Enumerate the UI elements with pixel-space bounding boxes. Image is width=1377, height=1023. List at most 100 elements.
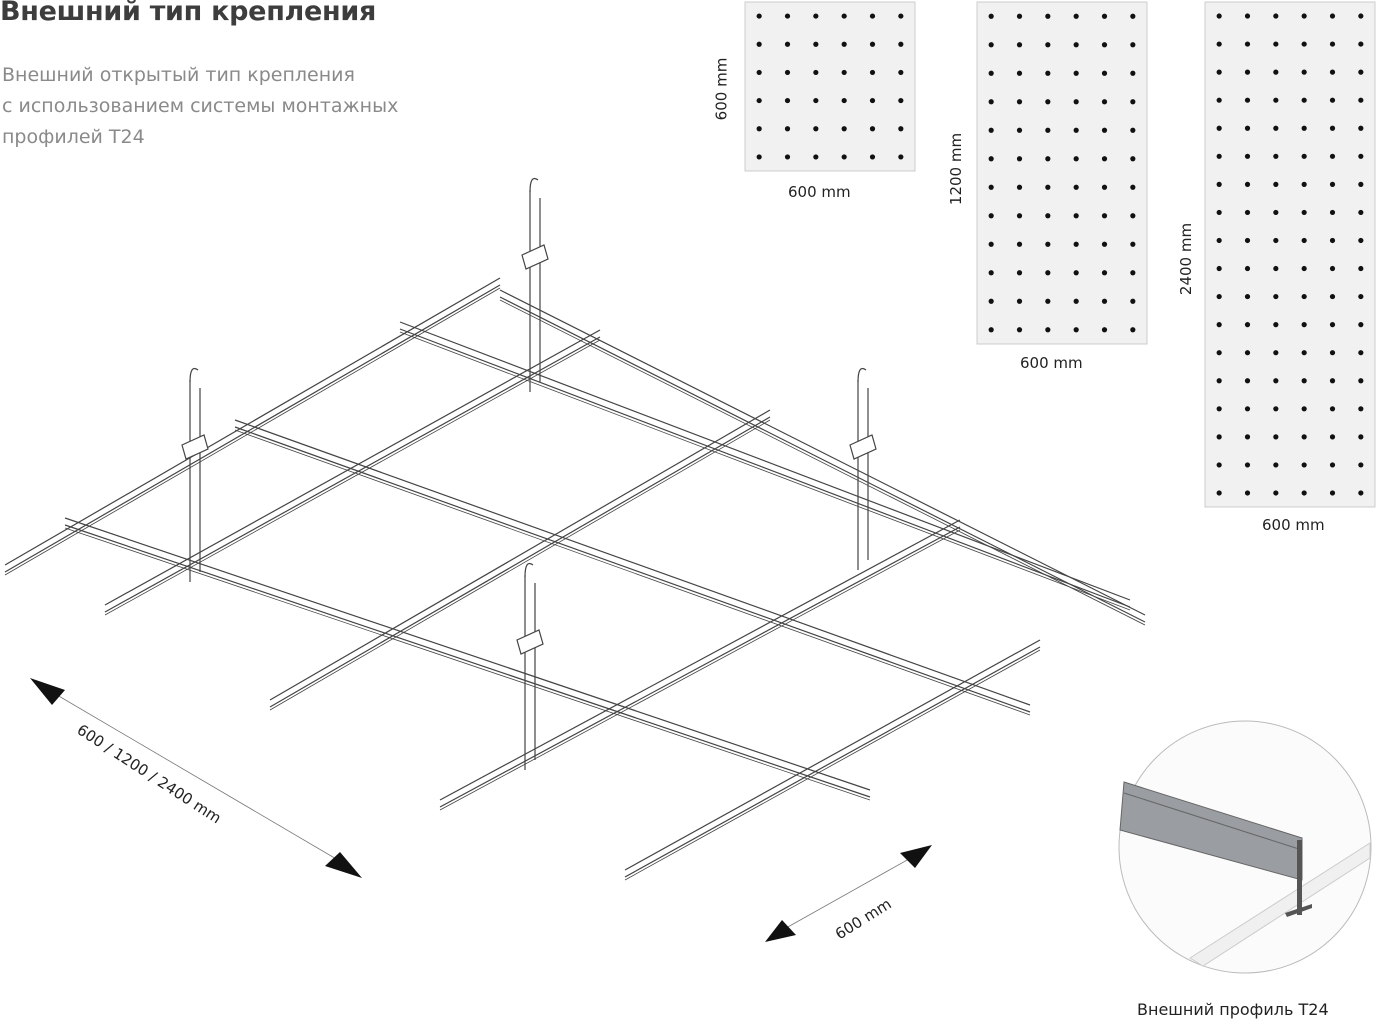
perforation-dot	[1244, 13, 1251, 19]
perforated-panel	[1204, 1, 1376, 508]
subtitle-line: профилей Т24	[2, 126, 145, 148]
perforation-dot	[1358, 350, 1364, 356]
perforation-dot	[1329, 462, 1336, 468]
perforation-dot	[1101, 127, 1108, 133]
perforation-dot	[756, 154, 762, 160]
perforation-dot	[1016, 42, 1023, 48]
perforation-dot	[1101, 241, 1108, 247]
perforation-dot	[1329, 293, 1336, 300]
perforation-dot	[1329, 350, 1336, 356]
cross-tee	[269, 416, 771, 708]
perforation-dot	[1244, 265, 1251, 272]
perforation-dot	[1216, 462, 1222, 468]
perforation-dot	[1358, 209, 1364, 216]
subtitle-line: с использованием системы монтажных	[2, 95, 399, 117]
perforation-dot	[1130, 13, 1136, 19]
perforation-dot	[1130, 156, 1136, 162]
t24-profile-flange	[1285, 904, 1312, 917]
arrow-head-icon	[900, 845, 932, 868]
perforation-dot	[813, 154, 819, 160]
perforation-dot	[841, 41, 847, 47]
perforation-dot	[1016, 70, 1023, 76]
perforation-dot	[1301, 181, 1307, 187]
perforation-dot	[784, 97, 791, 104]
perforation-dot	[813, 69, 819, 76]
arrow-head-icon	[765, 920, 796, 942]
perforation-dot	[1216, 350, 1222, 356]
perforation-dot	[869, 13, 876, 19]
perforation-dot	[1016, 127, 1023, 133]
perforation-dot	[1045, 70, 1051, 76]
perforation-dot	[1301, 265, 1307, 272]
perforation-dot	[1073, 13, 1079, 19]
perforation-dot	[1244, 406, 1251, 412]
hanger-hook	[529, 177, 539, 193]
perforation-dot	[1073, 241, 1079, 247]
perforation-dot	[1329, 125, 1336, 131]
arrow-head-icon	[30, 678, 65, 705]
cross-tee	[269, 419, 771, 711]
perforation-dot	[784, 126, 791, 132]
perforation-dot	[1073, 127, 1079, 133]
t24-profile-web	[1297, 840, 1302, 915]
perforation-dot	[1101, 184, 1108, 190]
perforation-dot	[1273, 322, 1279, 328]
panel-2-height-label: 1200 mm	[947, 132, 966, 206]
perforation-dot	[1301, 153, 1307, 159]
perforation-dot	[1073, 70, 1079, 76]
panel-1-height-label: 600 mm	[712, 57, 731, 121]
perforation-dot	[1101, 270, 1108, 276]
perforation-dot	[1216, 69, 1222, 75]
perforation-dot	[1130, 213, 1136, 219]
hanger-hook	[857, 367, 867, 383]
perforation-dot	[1358, 378, 1364, 384]
perforation-dot	[1273, 293, 1279, 300]
perforation-dot	[898, 154, 904, 160]
perforation-dot	[1273, 13, 1279, 19]
perforation-dot	[1358, 490, 1364, 496]
perforation-dot	[1130, 298, 1136, 304]
perforation-dot	[1216, 265, 1222, 272]
perforation-dot	[756, 41, 762, 47]
perforation-dot	[1329, 153, 1336, 159]
perforation-dot	[1358, 265, 1364, 272]
panel-3-width-label: 600 mm	[1262, 516, 1325, 534]
perforation-dot	[1273, 378, 1279, 384]
perforation-dot	[1216, 41, 1222, 47]
main-runner	[399, 328, 1131, 608]
perforation-dot	[1045, 327, 1051, 333]
perforation-dot	[1301, 293, 1307, 300]
perforation-dot	[1016, 270, 1023, 276]
perforation-dot	[1358, 41, 1364, 47]
wall-angle-right	[499, 299, 1146, 626]
perforation-dot	[1073, 270, 1079, 276]
perforation-dot	[1101, 298, 1108, 304]
perforation-dot	[1073, 184, 1079, 190]
wall-angle-left	[4, 277, 501, 566]
perforation-dot	[1273, 265, 1279, 272]
perforation-dot	[1244, 462, 1251, 468]
main-runner	[64, 527, 871, 801]
perforation-dot	[1244, 293, 1251, 300]
perforation-dot	[841, 97, 847, 104]
perforation-dot	[1273, 69, 1279, 75]
perforation-dot	[988, 184, 994, 190]
perforation-dot	[1358, 237, 1364, 244]
perforation-dot	[841, 69, 847, 76]
perforation-dot	[1329, 237, 1336, 244]
wall-angle-right	[499, 289, 1146, 616]
perforation-dot	[869, 126, 876, 132]
perforation-dot	[1301, 462, 1307, 468]
perforation-dot	[1216, 181, 1222, 187]
perforation-dot	[1130, 70, 1136, 76]
perforation-dot	[898, 126, 904, 132]
perforation-dot	[1301, 97, 1307, 103]
perforation-dot	[1273, 153, 1279, 159]
perforation-dot	[1301, 13, 1307, 19]
perforation-dot	[1329, 265, 1336, 272]
hanger-clip	[849, 434, 877, 460]
perforation-dot	[898, 97, 904, 104]
cross-tee	[269, 409, 771, 701]
perforation-dot	[988, 99, 994, 105]
perforation-dot	[1244, 153, 1251, 159]
